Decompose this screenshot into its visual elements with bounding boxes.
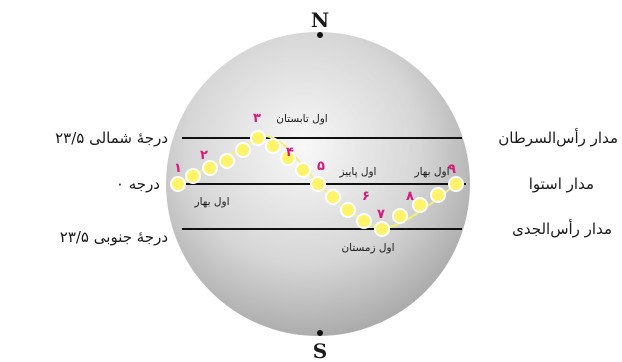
- sun-dot: [430, 187, 446, 203]
- south-pole-dot: [317, 330, 323, 336]
- position-number-9: ۹: [448, 162, 456, 177]
- north-pole-dot: [317, 32, 323, 38]
- position-number-2: ۲: [200, 148, 208, 163]
- sun-dot: [250, 130, 266, 146]
- spring-start-label: اول بهار: [194, 196, 230, 208]
- winter-start-label: اول زمستان: [341, 242, 394, 254]
- sun-dot: [185, 168, 201, 184]
- sun-dot: [325, 189, 341, 205]
- position-number-6: ۶: [362, 189, 370, 204]
- tropic-of-cancer-degree: ۲۳/۵ درجهٔ شمالی: [55, 129, 168, 147]
- position-number-1: ۱: [174, 161, 182, 176]
- sun-dot: [295, 162, 311, 178]
- sun-dot: [280, 150, 296, 166]
- sun-dot: [310, 176, 326, 192]
- tropic-of-cancer-name: مدار رأس‌السرطان: [498, 128, 618, 147]
- position-number-5: ۵: [317, 159, 325, 174]
- position-number-4: ۴: [286, 145, 294, 160]
- sun-dot: [356, 213, 372, 229]
- position-number-7: ۷: [377, 207, 385, 222]
- position-number-3: ۳: [253, 111, 261, 126]
- equator-name: مدار استوا: [529, 175, 594, 193]
- sun-dot: [235, 142, 251, 158]
- summer-start-label: اول تابستان: [276, 113, 327, 125]
- sun-dot: [219, 153, 235, 169]
- sun-dot: [170, 176, 186, 192]
- position-number-8: ۸: [406, 189, 414, 204]
- equator-degree: ۰ درجه: [116, 175, 160, 193]
- sun-dot: [392, 208, 408, 224]
- autumn-start-label: اول پاییز: [339, 166, 377, 178]
- sun-positions: [170, 130, 464, 237]
- south-pole-label: S: [313, 339, 327, 362]
- north-pole-label: N: [311, 8, 329, 32]
- sun-dot: [374, 221, 390, 237]
- sun-dot: [202, 160, 218, 176]
- sun-dot: [412, 197, 428, 213]
- tropic-of-capricorn-name: مدار رأس‌الجدی: [512, 219, 612, 238]
- spring-again-label: اول بهار: [414, 166, 450, 178]
- sun-dot: [340, 202, 356, 218]
- tropic-of-capricorn-degree: ۲۳/۵ درجهٔ جنوبی: [60, 228, 168, 246]
- sun-dot: [265, 138, 281, 154]
- sun-dot: [448, 176, 464, 192]
